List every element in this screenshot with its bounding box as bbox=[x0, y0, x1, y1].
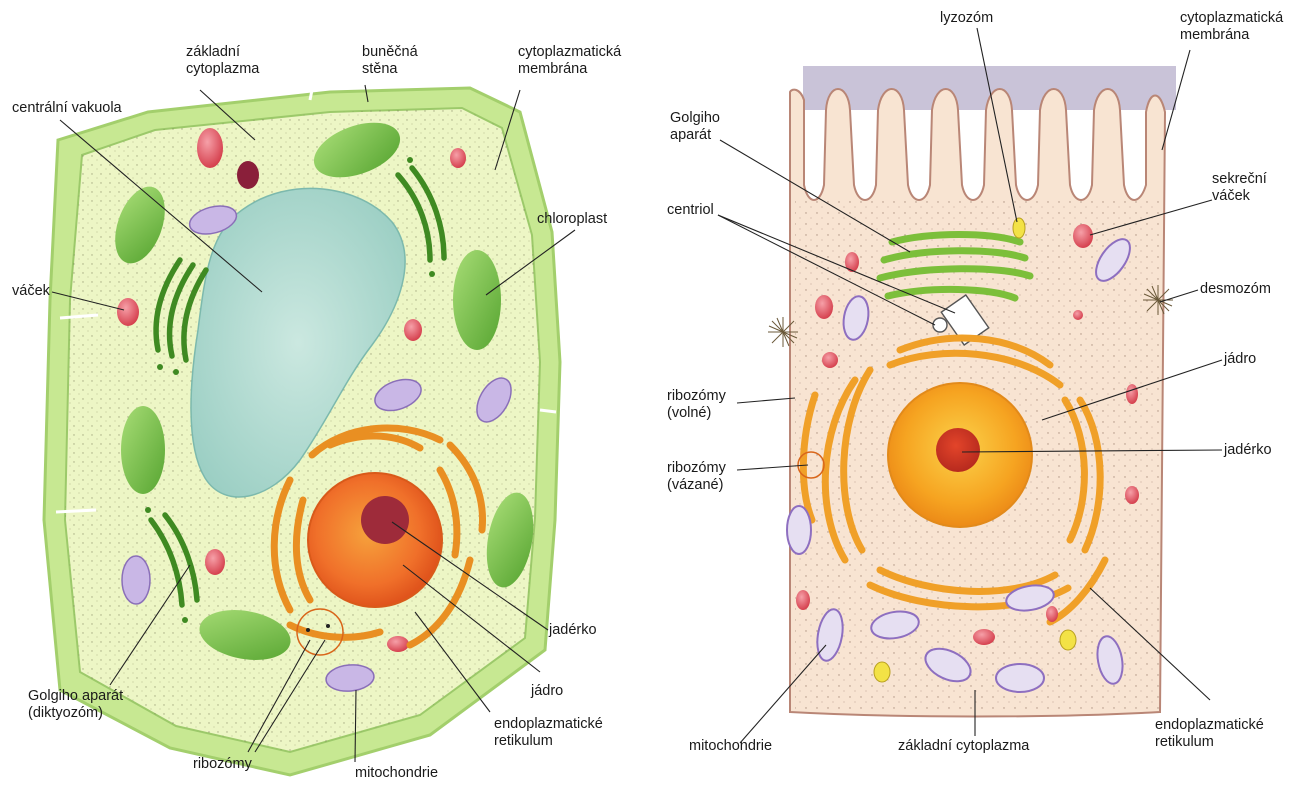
label-lyzozom: lyzozóm bbox=[940, 10, 993, 27]
label-mitochondrie-plant: mitochondrie bbox=[355, 765, 438, 782]
label-jadro-plant: jádro bbox=[531, 683, 563, 700]
label-ribozomy-vazane: ribozómy (vázané) bbox=[667, 460, 726, 494]
label-jaderko-plant: jadérko bbox=[549, 622, 597, 639]
label-golgi-plant: Golgiho aparát (diktyozóm) bbox=[28, 688, 123, 722]
plant-cell bbox=[44, 88, 560, 775]
label-zakladni-cytoplazma-plant: základní cytoplazma bbox=[186, 44, 259, 78]
plant-nucleolus bbox=[361, 496, 409, 544]
label-vacek: váček bbox=[12, 283, 50, 300]
label-chloroplast: chloroplast bbox=[537, 211, 607, 228]
label-centriol: centriol bbox=[667, 202, 714, 219]
label-cytoplazmaticka-membrana-plant: cytoplazmatická membrána bbox=[518, 44, 621, 78]
label-er-plant: endoplazmatické retikulum bbox=[494, 716, 603, 750]
label-desmozom: desmozóm bbox=[1200, 281, 1271, 298]
animal-nucleolus bbox=[936, 428, 980, 472]
label-ribozomy-volne: ribozómy (volné) bbox=[667, 388, 726, 422]
label-centralni-vakuola: centrální vakuola bbox=[12, 100, 122, 117]
label-sekrecni-vacek: sekreční váček bbox=[1212, 171, 1267, 205]
label-zakladni-cytoplazma-animal: základní cytoplazma bbox=[898, 738, 1029, 755]
label-golgi-animal: Golgiho aparát bbox=[670, 110, 720, 144]
label-ribozomy-plant: ribozómy bbox=[193, 756, 252, 773]
animal-cell bbox=[768, 66, 1176, 717]
label-cytoplazmaticka-membrana-animal: cytoplazmatická membrána bbox=[1180, 10, 1283, 44]
label-bunecna-stena: buněčná stěna bbox=[362, 44, 418, 78]
label-jaderko-animal: jadérko bbox=[1224, 442, 1272, 459]
label-jadro-animal: jádro bbox=[1224, 351, 1256, 368]
label-mitochondrie-animal: mitochondrie bbox=[689, 738, 772, 755]
label-er-animal: endoplazmatické retikulum bbox=[1155, 717, 1264, 751]
